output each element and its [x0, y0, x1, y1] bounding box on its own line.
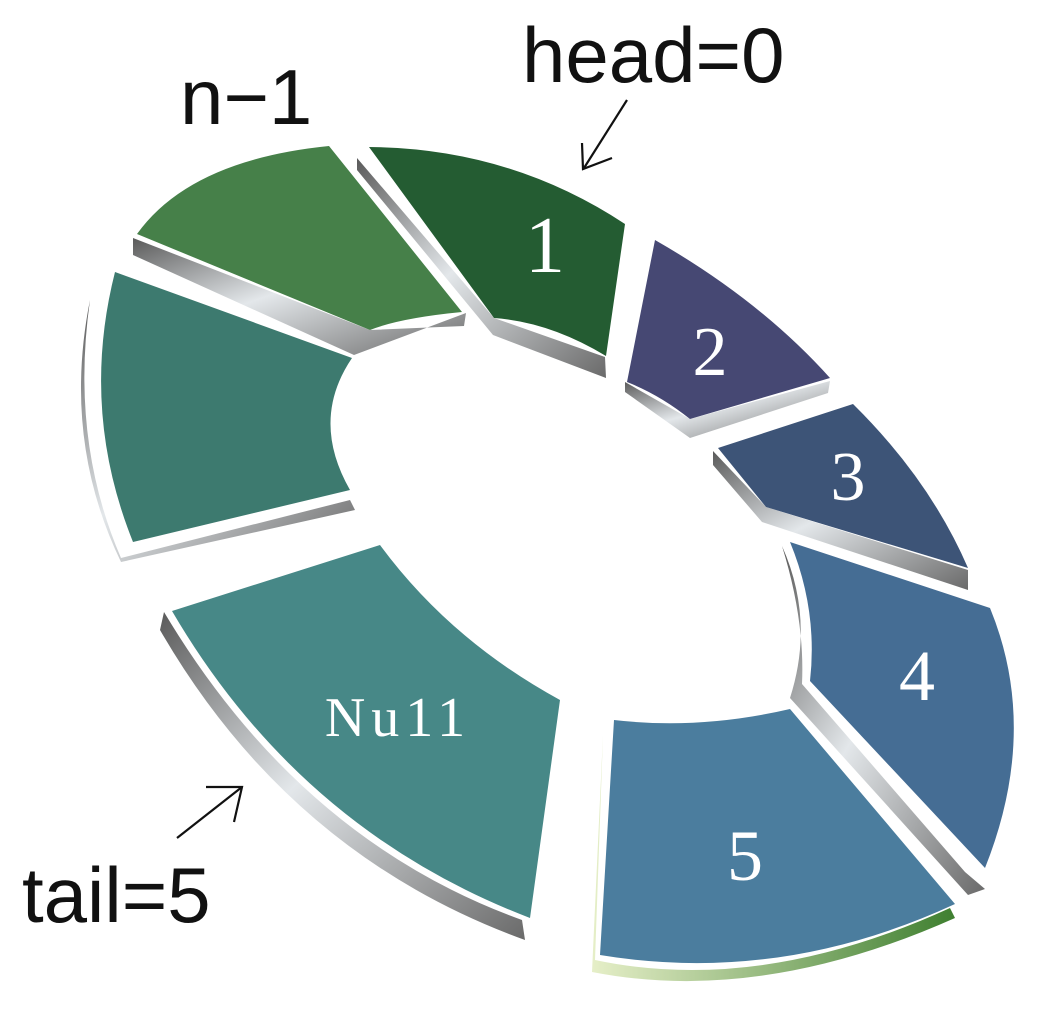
last-index-label: n−1: [180, 53, 312, 141]
segment-3-label: 3: [831, 439, 866, 516]
segment-null-face: [172, 545, 560, 918]
segment-1-face: [369, 147, 625, 356]
segment-3: [713, 404, 968, 590]
segment-blank-a-face: [101, 272, 352, 542]
segment-null-label: Nu11: [325, 687, 471, 749]
segment-2: [625, 240, 830, 438]
segment-5-label: 5: [727, 816, 763, 896]
segment-4-label: 4: [899, 636, 935, 716]
segment-4: [782, 542, 1014, 895]
tail-arrow-icon: [176, 785, 244, 839]
head-label: head=0: [522, 11, 784, 99]
segment-1: [357, 147, 625, 378]
segment-1-label: 1: [525, 202, 565, 290]
segment-2-label: 2: [693, 314, 728, 391]
segment-blank-a: [80, 272, 355, 562]
head-arrow-icon: [580, 99, 628, 171]
segment-5-face: [600, 709, 955, 964]
segment-blank-b-face: [137, 146, 462, 330]
segment-null: [160, 545, 560, 940]
tail-label: tail=5: [22, 851, 211, 939]
segment-5: [592, 709, 955, 982]
segment-4-face: [790, 542, 1014, 868]
segment-2-face: [627, 240, 830, 419]
segment-3-face: [718, 404, 968, 568]
segment-blank-b: [133, 146, 466, 355]
